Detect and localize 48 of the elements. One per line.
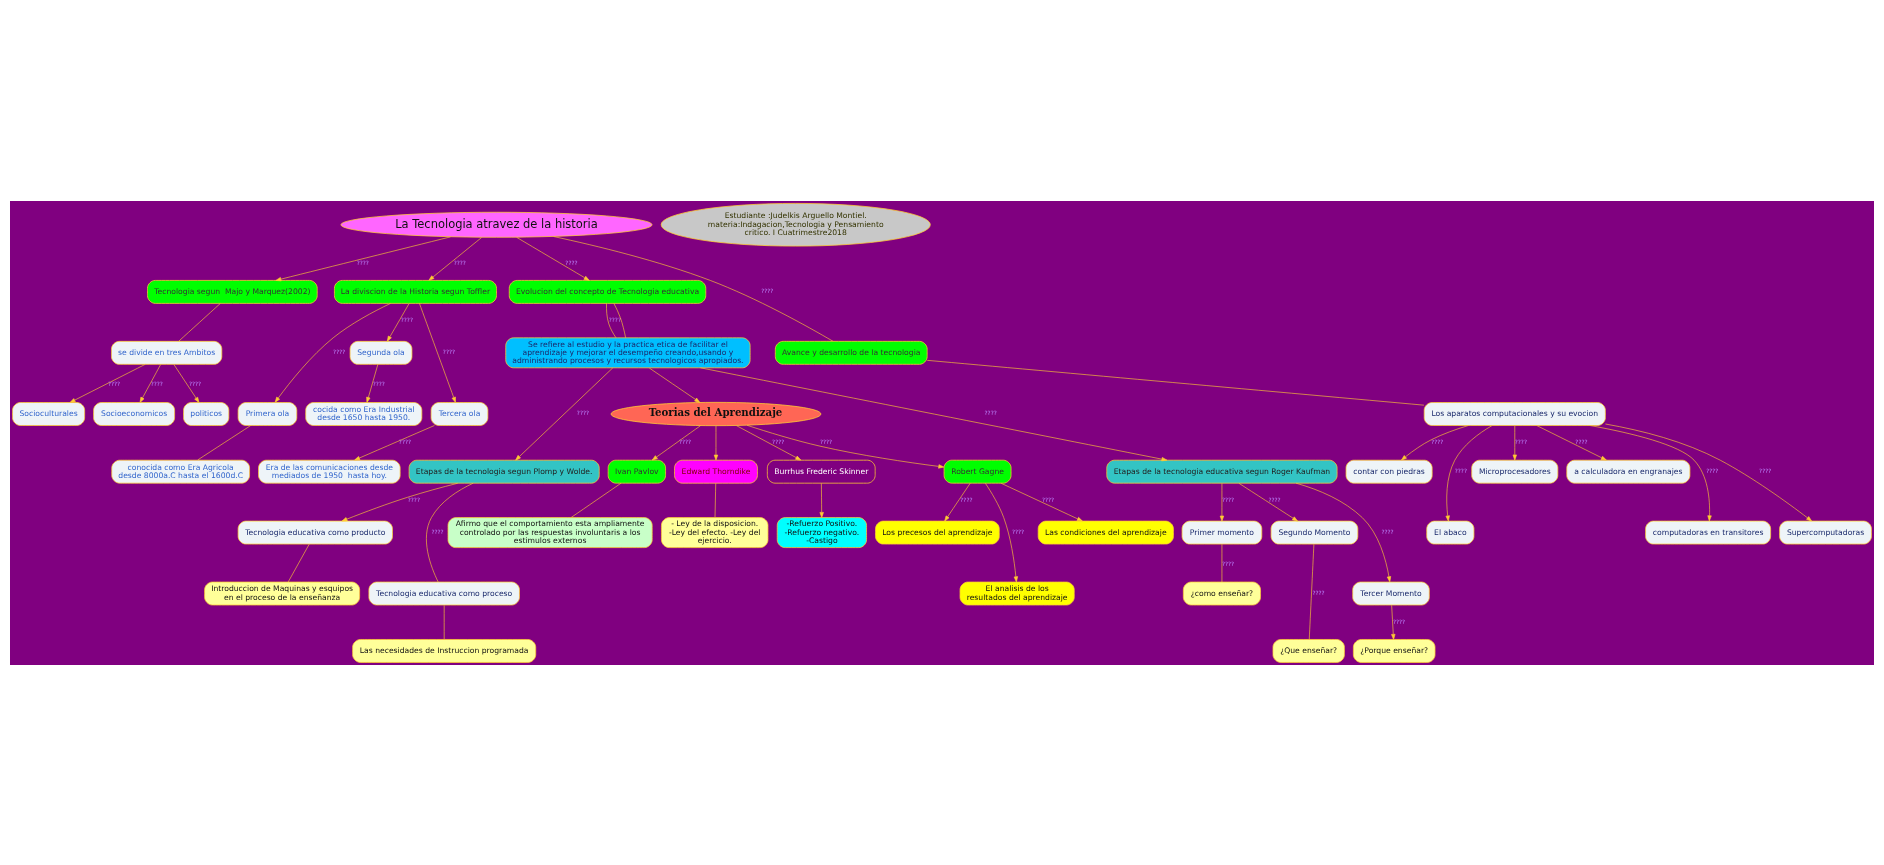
arrow bbox=[648, 367, 701, 403]
arrow bbox=[1238, 482, 1298, 521]
arrow bbox=[419, 302, 456, 403]
arrow bbox=[1605, 423, 1812, 521]
arrow bbox=[428, 236, 482, 281]
arrow bbox=[354, 424, 435, 460]
arrow bbox=[1295, 482, 1392, 582]
arrow bbox=[139, 363, 161, 403]
arrow bbox=[274, 302, 391, 403]
connector bbox=[606, 302, 617, 338]
connector bbox=[443, 604, 445, 640]
arrow bbox=[1445, 424, 1493, 521]
arrow bbox=[1000, 482, 1083, 521]
arrow bbox=[366, 363, 379, 403]
connector bbox=[287, 543, 310, 582]
arrow bbox=[1512, 424, 1517, 460]
arrow bbox=[819, 482, 824, 518]
arrow bbox=[1536, 424, 1607, 460]
arrow bbox=[341, 482, 459, 521]
connector bbox=[1221, 543, 1223, 582]
arrow bbox=[516, 236, 590, 281]
arrow bbox=[735, 424, 802, 460]
arrow bbox=[985, 482, 1018, 582]
arrow bbox=[173, 363, 200, 403]
connector bbox=[714, 482, 717, 518]
connector bbox=[926, 359, 1425, 405]
node-ellipse: La Tecnologia atravez de la historia bbox=[340, 211, 653, 238]
arrow bbox=[1589, 424, 1712, 521]
connector bbox=[426, 482, 474, 582]
node-ellipse: Teorias del Aprendizaje bbox=[610, 401, 822, 426]
connector bbox=[178, 302, 221, 342]
connector bbox=[197, 424, 252, 460]
connector bbox=[1308, 543, 1315, 640]
arrow bbox=[275, 236, 451, 281]
arrow bbox=[651, 424, 701, 460]
connector bbox=[553, 235, 834, 342]
arrow bbox=[69, 363, 146, 403]
arrow bbox=[746, 424, 945, 468]
arrow bbox=[1401, 424, 1469, 460]
arrow bbox=[515, 367, 614, 460]
arrow bbox=[1219, 482, 1225, 521]
arrow bbox=[700, 367, 1168, 461]
arrow bbox=[1391, 604, 1396, 640]
arrow bbox=[713, 424, 719, 460]
connector bbox=[613, 302, 626, 338]
arrow bbox=[386, 302, 410, 342]
connector bbox=[570, 482, 622, 518]
arrow bbox=[944, 482, 971, 521]
